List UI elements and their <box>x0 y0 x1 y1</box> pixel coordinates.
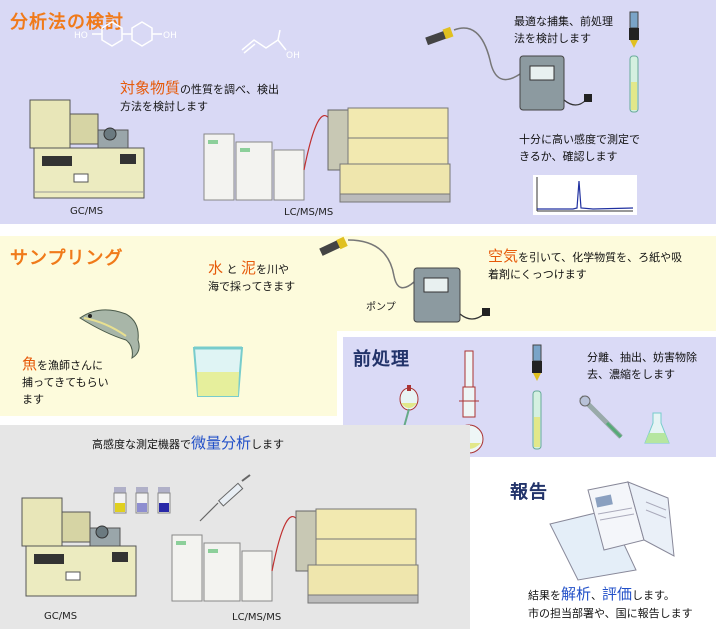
formula-oh-label: OH <box>163 31 177 41</box>
syringe-tube-icon <box>629 11 639 113</box>
water-text: 水 と 泥を川や海で採ってきます <box>208 260 300 295</box>
pretreatment-title: 前処理 <box>353 349 410 370</box>
measure-lcms-instrument-icon <box>171 508 419 604</box>
injection-syringe-icon <box>199 474 251 522</box>
report-highlight-evaluation: 評価 <box>602 585 633 603</box>
water-rest: を川や海で採ってきます <box>208 263 296 293</box>
measurement-highlight: 微量分析 <box>191 434 252 452</box>
fish-highlight: 魚 <box>22 355 38 373</box>
gcms-label: GC/MS <box>70 206 104 217</box>
fish-icon <box>79 309 140 359</box>
target-text-rest: の性質を調べ、検出方法を検討します <box>120 83 280 113</box>
analysis-panel: 分析法の検討 HO OH OH 対象物質の性質を調べ、検出方法を検討します 最適… <box>0 0 716 224</box>
report-line1: 結果を解析、評価します。 <box>528 586 716 604</box>
report-line1-c: します。 <box>632 589 675 602</box>
sensitivity-text: 十分に高い感度で測定できるか、確認します <box>519 133 640 163</box>
lcms-label: LC/MS/MS <box>284 207 334 218</box>
analysis-title: 分析法の検討 <box>10 12 124 33</box>
chromatogram-icon <box>533 175 637 215</box>
report-highlight-analysis: 解析 <box>561 585 592 603</box>
formula-b-oh-label: OH <box>286 51 300 61</box>
air-sampler-icon <box>425 26 592 111</box>
report-title: 報告 <box>510 482 548 503</box>
acrylic-acid-structure-icon: OH <box>241 29 300 61</box>
measurement-panel: 高感度な測定機器で微量分析します GC/MS LC/MS/MS <box>0 425 470 629</box>
air-text: 空気を引いて、化学物質を、ろ紙や吸着剤にくっつけます <box>488 248 684 283</box>
measure-lcms-label: LC/MS/MS <box>232 612 282 623</box>
bisphenol-structure-icon: HO OH <box>74 21 177 47</box>
pretreatment-text: 分離、抽出、妨害物除去、濃縮をします <box>587 351 697 381</box>
report-line2: 市の担当部署や、国に報告します <box>528 607 693 620</box>
mud-highlight: 泥 <box>241 259 257 277</box>
target-text: 対象物質の性質を調べ、検出方法を検討します <box>120 80 280 115</box>
beaker-icon <box>192 346 244 397</box>
measure-gcms-instrument-icon <box>21 497 137 597</box>
pretreat-syringe-tube-icon <box>532 344 542 450</box>
sampling-title: サンプリング <box>10 248 124 269</box>
report-document-icon <box>549 481 675 581</box>
measurement-text: 高感度な測定機器で微量分析します <box>92 435 352 453</box>
fish-rest: を漁師さんに捕ってきてもらいます <box>22 359 109 406</box>
water-highlight: 水 <box>208 259 224 277</box>
sample-vials-icon <box>113 487 171 514</box>
gcms-instrument-icon <box>29 99 145 199</box>
sampling-pump-icon <box>319 236 490 323</box>
measure-gcms-label: GC/MS <box>44 611 78 622</box>
water-to: と <box>226 263 238 276</box>
measurement-prefix: 高感度な測定機器で <box>92 438 191 451</box>
erlenmeyer-flask-icon <box>644 412 670 444</box>
pump-label: ポンプ <box>366 302 396 313</box>
air-highlight: 空気 <box>488 247 519 265</box>
concentrator-icon <box>579 395 623 439</box>
lcms-instrument-icon <box>203 107 451 203</box>
formula-ho-label: HO <box>74 31 88 41</box>
fish-text: 魚を漁師さんに捕ってきてもらいます <box>22 356 112 408</box>
report-panel: 報告 結果を解析、評価します。 市の担当部署や、国に報告します <box>488 466 716 629</box>
report-line1-a: 結果を <box>528 589 561 602</box>
air-rest: を引いて、化学物質を、ろ紙や吸着剤にくっつけます <box>488 251 683 281</box>
measurement-suffix: します <box>251 438 285 451</box>
target-highlight: 対象物質 <box>120 79 181 97</box>
collection-text: 最適な捕集、前処理法を検討します <box>514 15 613 45</box>
report-line1-b: 、 <box>591 589 603 602</box>
